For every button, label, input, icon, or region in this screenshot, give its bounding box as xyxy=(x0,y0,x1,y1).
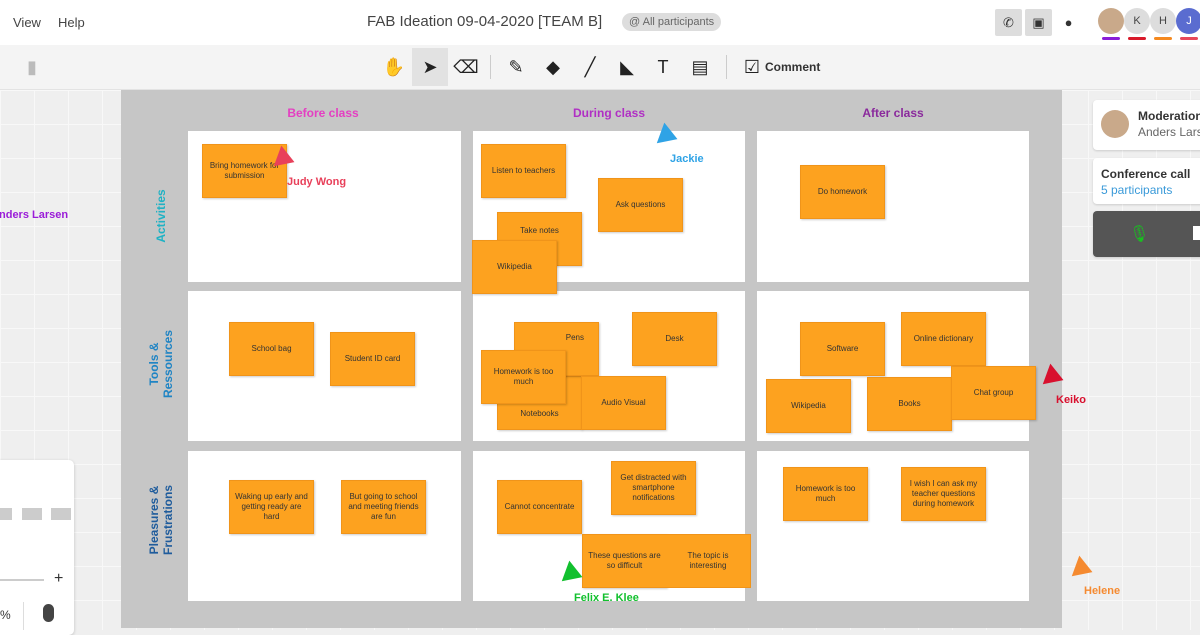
sticky-note[interactable]: Do homework xyxy=(800,165,885,219)
sticky-note[interactable]: Wikipedia xyxy=(472,240,557,294)
format-painter-icon[interactable]: ▮ xyxy=(27,57,37,77)
avatar-k[interactable]: K xyxy=(1124,8,1150,34)
participant-color xyxy=(1180,37,1198,40)
sticky-note[interactable]: Bring homework for submission xyxy=(202,144,287,198)
sticky-note[interactable]: Get distracted with smartphone notificat… xyxy=(611,461,696,515)
shapes-icon[interactable]: ◣ xyxy=(620,57,634,77)
avatar-j[interactable]: J xyxy=(1176,8,1200,34)
mouse-icon[interactable] xyxy=(43,604,54,622)
call-participants[interactable]: 5 participants xyxy=(1101,183,1173,197)
sticky-note[interactable]: These questions are so difficult xyxy=(582,534,667,588)
audience-selector[interactable]: @ All participants xyxy=(622,13,722,31)
participant-color xyxy=(1154,37,1172,40)
sticky-note[interactable]: Online dictionary xyxy=(901,312,986,366)
sticky-note[interactable]: Audio Visual xyxy=(581,376,666,430)
column-header: Before class xyxy=(287,106,359,120)
avatar-anders[interactable] xyxy=(1098,8,1124,34)
moderator-avatar xyxy=(1101,110,1129,138)
sticky-note[interactable]: Ask questions xyxy=(598,178,683,232)
sticky-note[interactable]: Software xyxy=(800,322,885,376)
participant-color xyxy=(1128,37,1146,40)
divider xyxy=(23,602,24,630)
menu-view[interactable]: View xyxy=(13,15,41,30)
sticky-note[interactable]: Books xyxy=(867,377,952,431)
sticky-note[interactable]: The topic is interesting xyxy=(666,534,751,588)
cursor-label: Helene xyxy=(1084,585,1121,597)
toolbar: ▮ ✋ ➤ ⌫ ✎ ◆ ╱ ◣ T ▤ ☑ Comment xyxy=(0,45,1200,90)
top-bar: View Help FAB Ideation 09-04-2020 [TEAM … xyxy=(0,0,1200,45)
zoom-slider[interactable] xyxy=(0,579,44,581)
column-header: During class xyxy=(572,106,646,120)
page-thumbnail[interactable] xyxy=(0,508,12,520)
moderator-name: Anders Larsen xyxy=(1138,125,1200,139)
sticky-note[interactable]: Cannot concentrate xyxy=(497,480,582,534)
sticky-note[interactable]: But going to school and meeting friends … xyxy=(341,480,426,534)
divider xyxy=(726,55,727,79)
page-thumbnail[interactable] xyxy=(51,508,71,520)
sticky-note-icon[interactable]: ▤ xyxy=(691,57,709,77)
microphone-icon[interactable]: 🎙 xyxy=(1129,226,1150,243)
column-header: After class xyxy=(862,106,924,120)
sticky-note[interactable]: I wish I can ask my teacher questions du… xyxy=(901,467,986,521)
text-icon[interactable]: T xyxy=(657,57,669,77)
cursor-label: Felix E. Klee xyxy=(574,592,639,604)
row-header: Pleasures & Frustrations xyxy=(147,484,175,556)
sticky-note[interactable]: School bag xyxy=(229,322,314,376)
hand-icon[interactable]: ✋ xyxy=(382,57,406,77)
phone-icon[interactable]: ✆ xyxy=(995,9,1022,36)
line-icon[interactable]: ╱ xyxy=(584,57,596,77)
cursor-label: Judy Wong xyxy=(287,176,347,188)
navigator-panel: + % xyxy=(0,460,74,635)
zoom-percent: % xyxy=(0,608,11,622)
avatar-h[interactable]: H xyxy=(1150,8,1176,34)
participant-color xyxy=(1102,37,1120,40)
page-thumbnail[interactable] xyxy=(22,508,42,520)
moderation-card[interactable]: Moderation Anders Larsen xyxy=(1093,100,1200,150)
chat-icon[interactable]: ● xyxy=(1064,15,1073,30)
pen-icon[interactable]: ✎ xyxy=(508,57,524,77)
board-title: FAB Ideation 09-04-2020 [TEAM B] xyxy=(367,13,603,30)
camera-off-icon[interactable] xyxy=(1193,226,1200,240)
select-pointer-icon[interactable]: ➤ xyxy=(412,48,448,86)
cursor-label: Keiko xyxy=(1056,394,1086,406)
eraser-icon[interactable]: ⌫ xyxy=(453,57,479,77)
comment-icon[interactable]: ☑ xyxy=(743,57,761,77)
sticky-note[interactable]: Homework is too much xyxy=(783,467,868,521)
sticky-note[interactable]: Wikipedia xyxy=(766,379,851,433)
cell xyxy=(757,131,1029,282)
sticky-note[interactable]: Desk xyxy=(632,312,717,366)
moderation-title: Moderation xyxy=(1138,109,1200,123)
sticky-note[interactable]: Homework is too much xyxy=(481,350,566,404)
call-controls: 🎙 xyxy=(1093,211,1200,257)
presentation-icon[interactable]: ▣ xyxy=(1025,9,1052,36)
comment-button[interactable]: Comment xyxy=(765,60,821,74)
row-header: Tools & Ressources xyxy=(147,329,175,399)
cursor-label: Jackie xyxy=(670,153,704,165)
divider xyxy=(490,55,491,79)
row-header: Activities xyxy=(154,189,168,243)
sticky-note[interactable]: Waking up early and getting ready are ha… xyxy=(229,480,314,534)
zoom-in-button[interactable]: + xyxy=(54,570,64,587)
sticky-note[interactable]: Chat group xyxy=(951,366,1036,420)
cursor-label: nders Larsen xyxy=(0,209,69,221)
marker-icon[interactable]: ◆ xyxy=(546,57,560,77)
call-title: Conference call xyxy=(1101,167,1191,181)
sticky-note[interactable]: Listen to teachers xyxy=(481,144,566,198)
menu-help[interactable]: Help xyxy=(58,15,85,30)
sticky-note[interactable]: Student ID card xyxy=(330,332,415,386)
conference-call-card[interactable]: Conference call 5 participants xyxy=(1093,158,1200,204)
